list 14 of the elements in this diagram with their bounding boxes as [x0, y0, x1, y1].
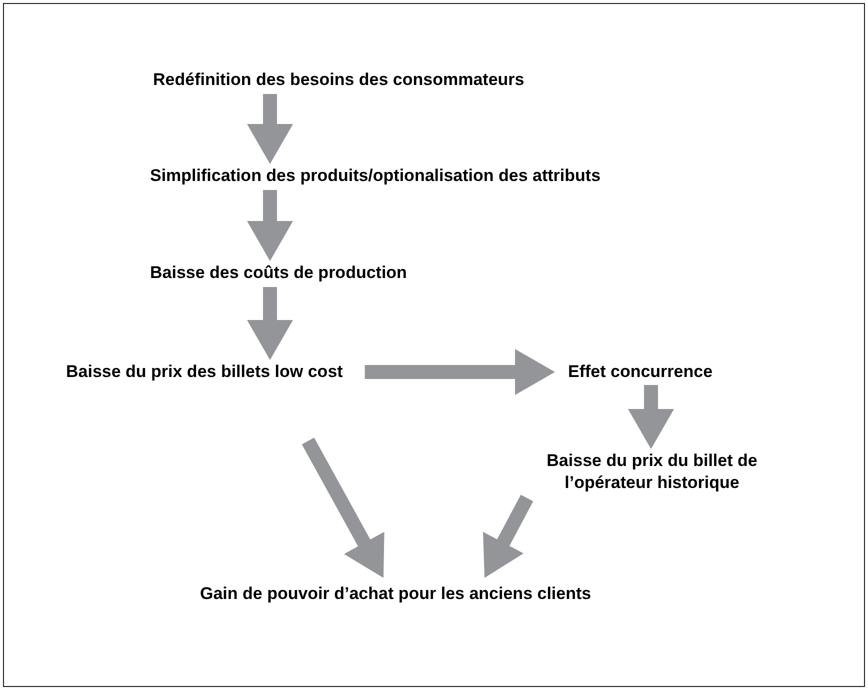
- arrow: [364, 349, 555, 395]
- step-text: Baisse du prix du billet de l’opérateur historique: [521, 450, 783, 494]
- arrow: [247, 190, 293, 261]
- step-text: Baisse du prix des billets low cost: [66, 361, 343, 383]
- arrow: [302, 438, 384, 578]
- arrow: [247, 94, 293, 164]
- step-text: Gain de pouvoir d’achat pour les anciens clients: [200, 583, 592, 605]
- step-text: Simplification des produits/optionalisation des attributs: [150, 165, 601, 187]
- arrow: [628, 385, 674, 449]
- step-text: Redéfinition des besoins des consommateurs: [153, 69, 524, 91]
- arrow: [247, 287, 293, 360]
- step-text: Baisse des coûts de production: [150, 262, 407, 284]
- step-text: Effet concurrence: [568, 361, 713, 383]
- arrow: [483, 494, 534, 578]
